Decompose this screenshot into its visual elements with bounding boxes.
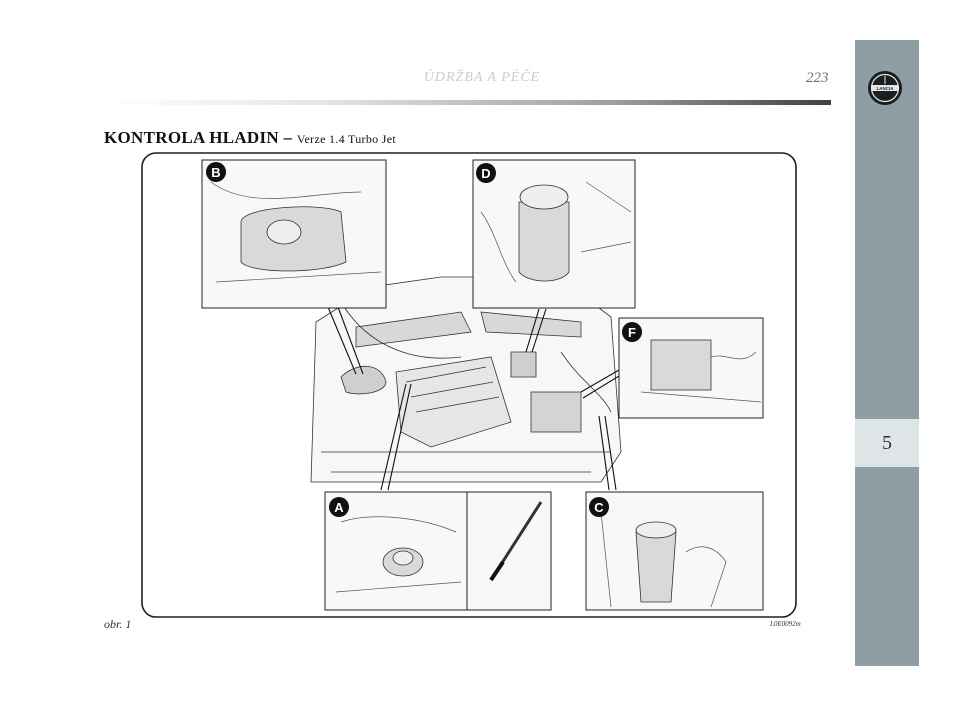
chapter-marker[interactable]: 5: [855, 419, 919, 467]
lancia-logo: LANCIA: [868, 71, 902, 105]
header-divider: [104, 100, 831, 105]
engine-bay-figure: B D F A C: [141, 152, 797, 618]
inset-b: B: [201, 159, 387, 309]
inset-a: A: [324, 491, 552, 611]
chapter-number: 5: [882, 431, 892, 454]
callout-a-label: A: [334, 500, 344, 515]
header-title: ÚDRŽBA A PÉČE: [423, 70, 541, 85]
figure-caption: obr. 1: [104, 617, 132, 631]
section-title: KONTROLA HLADIN – Verze 1.4 Turbo Jet: [104, 128, 396, 148]
section-subtitle: Verze 1.4 Turbo Jet: [296, 132, 396, 146]
page-number: 223: [806, 70, 829, 86]
inset-c: C: [585, 491, 764, 611]
callout-b-label: B: [211, 165, 220, 180]
chapter-side-tab: [855, 40, 919, 666]
section-title-main: KONTROLA HLADIN –: [104, 128, 293, 147]
logo-text: LANCIA: [877, 86, 895, 91]
callout-d-label: D: [481, 166, 490, 181]
figure-code: L0E0092m: [770, 620, 801, 628]
callout-leaders: [327, 306, 620, 491]
inset-d: D: [472, 159, 636, 309]
inset-f: F: [618, 317, 764, 419]
callout-c-label: C: [594, 500, 604, 515]
engine-bay-drawing: [310, 276, 622, 483]
callout-f-label: F: [628, 325, 636, 340]
